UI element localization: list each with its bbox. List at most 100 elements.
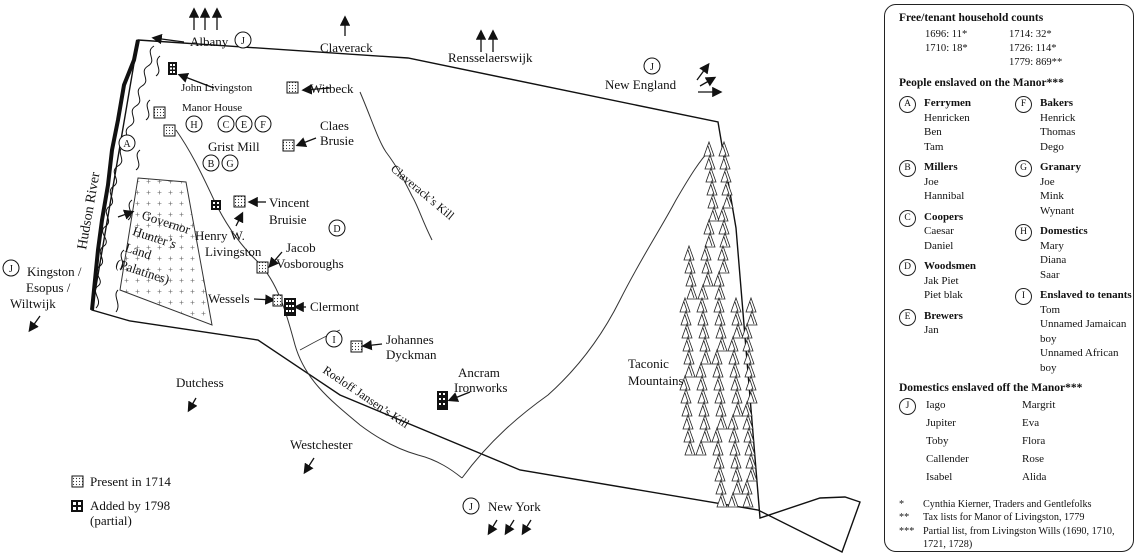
count-entry: 1726: 114* [1009, 42, 1057, 54]
mountain-icon [712, 361, 724, 378]
pointer-arrow [447, 391, 471, 402]
mountain-icon [728, 426, 740, 443]
circle-j-kingston [2, 259, 20, 277]
mountain-icon [742, 413, 754, 430]
mountain-icon [682, 335, 694, 352]
key-present-1714-swatch [71, 475, 84, 488]
mountain-icon [697, 387, 709, 404]
letter-badge: J [899, 397, 916, 415]
key-present-1714-label: Present in 1714 [90, 474, 171, 489]
person-name: Eva [1022, 416, 1040, 429]
person-name: Thomas [1040, 126, 1076, 138]
label-rensselaerswijk: Rensselaerswijk [448, 50, 533, 65]
governor-hunters-land [119, 177, 213, 326]
group-name: Bakers [1040, 97, 1073, 109]
mountain-icon [743, 426, 755, 443]
northeast-arrow [699, 76, 717, 87]
group-name: Brewers [924, 309, 963, 322]
mountain-icon [715, 478, 727, 495]
note-mark: * [899, 498, 905, 510]
johannes-dyckman-marker [350, 340, 363, 353]
mountain-icon [686, 283, 698, 300]
mountain-icon [746, 387, 758, 404]
household-counts: 1696: 11* 1714: 32* 1710: 18* 1726: 114*… [925, 28, 1125, 70]
mountain-icon [713, 296, 725, 313]
person-name: Saar [1040, 268, 1060, 281]
mountain-icon [713, 270, 725, 287]
letter-d: D [333, 224, 340, 235]
person-name: Joe [1040, 175, 1055, 188]
mountain-icon [699, 413, 711, 430]
mountain-icon [715, 322, 727, 339]
south-arrow [187, 397, 198, 413]
note-text: Cynthia Kierner, Traders and Gentlefolks [923, 498, 1092, 510]
letter-j: J [9, 264, 13, 275]
label-taconic-2: Mountains [628, 373, 684, 388]
clermont-marker [284, 298, 296, 316]
mountain-icon [746, 465, 758, 482]
letter-b: B [208, 159, 215, 170]
mountain-icon [682, 413, 694, 430]
label-dyckman-2: Dyckman [386, 347, 437, 362]
letter-f: F [260, 120, 266, 131]
circle-i [325, 330, 343, 348]
mountain-icon [727, 491, 739, 508]
label-new-england: New England [605, 77, 677, 92]
mountain-icon [704, 231, 716, 248]
letter-a: A [123, 139, 131, 150]
label-vincent-bruisie-2: Bruisie [269, 212, 307, 227]
circle-j-new-york [462, 497, 480, 515]
group-name: Granary [1040, 161, 1081, 173]
letter-e: E [241, 120, 247, 131]
mountain-icon [746, 309, 758, 326]
person-name: Mary [1040, 239, 1064, 252]
label-dyckman-1: Johannes [386, 332, 434, 347]
label-albany: Albany [190, 34, 229, 49]
label-ancram-1: Ancram [458, 365, 500, 380]
person-name: Rose [1022, 452, 1044, 465]
mountain-icon [714, 283, 726, 300]
mountain-icon [697, 283, 709, 300]
circle-e [235, 115, 253, 133]
mountain-icon [741, 322, 753, 339]
mountain-icon [681, 322, 693, 339]
roeloff-jansens-kill [175, 129, 711, 479]
mountain-icon [731, 465, 743, 482]
mountain-icon [681, 400, 693, 417]
mountain-icon [718, 257, 730, 274]
person-name: Dego [1040, 140, 1064, 153]
ancram-ironworks-marker [437, 391, 448, 410]
letter-badge: G [1015, 160, 1032, 177]
off-manor-title: Domestics enslaved off the Manor*** [899, 382, 1083, 394]
west-arrow [151, 33, 185, 45]
count-entry [925, 56, 1009, 70]
count-entry: 1714: 32* [1009, 28, 1052, 40]
label-claes-brusie-1: Claes [320, 118, 349, 133]
mountain-icon [698, 400, 710, 417]
mountain-icon [717, 244, 729, 261]
letter-badge: A [899, 96, 916, 113]
mountain-icon [696, 374, 708, 391]
mountain-icon [713, 374, 725, 391]
person-name: Tam [924, 140, 944, 153]
mountain-icon [729, 439, 741, 456]
person-name: Iago [926, 398, 946, 411]
person-name: Jupiter [926, 416, 956, 429]
label-taconic-1: Taconic [628, 356, 669, 371]
circle-j-new-england [643, 57, 661, 75]
letter-i: I [332, 335, 335, 346]
pointer-arrow [301, 84, 331, 95]
letter-badge: D [899, 259, 916, 276]
letter-badge: B [899, 160, 916, 177]
vincent-bruisie-marker [233, 195, 246, 208]
person-name: Unnamed Jamaican [1040, 318, 1127, 330]
jacob-vosboroughs-marker [256, 261, 269, 274]
circle-f [254, 115, 272, 133]
mountain-icon [680, 387, 692, 404]
letter-c: C [223, 120, 230, 131]
letter-badge: I [1015, 288, 1032, 305]
label-claes-brusie-2: Brusie [320, 133, 354, 148]
